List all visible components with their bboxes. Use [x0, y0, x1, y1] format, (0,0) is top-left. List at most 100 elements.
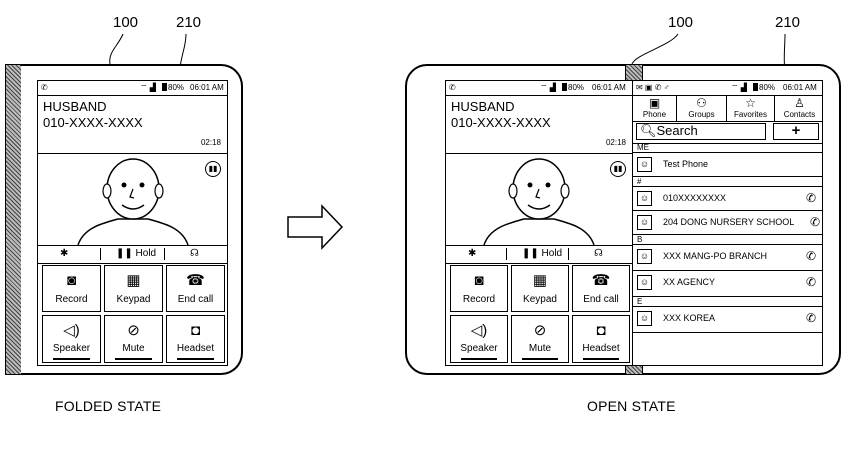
add-contact-button[interactable]: + [773, 123, 819, 140]
hold-button[interactable]: ❚❚ Hold [522, 248, 563, 259]
voice-effect-icon[interactable]: ☊ [190, 248, 199, 259]
record-button[interactable]: ◙Record [450, 265, 508, 312]
tab-groups[interactable]: ⚇Groups [677, 95, 727, 121]
call-icon: ✆ [805, 249, 816, 263]
tab-phone[interactable]: ▣Phone [633, 95, 677, 121]
call-icon: ✆ [805, 275, 816, 289]
ref-numeral-100-folded: 100 [113, 14, 139, 31]
section-header: ME [633, 143, 822, 153]
speaker-button[interactable]: ◁)Speaker [450, 315, 508, 363]
notification-icons: ✉ ▣ ✆ ♂ [636, 83, 670, 92]
record-button[interactable]: ◙Record [42, 265, 101, 312]
folded-screen: ✆ ⌔ ▟ 80% 06:01 AM HUSBAND 010-XXXX-XXXX… [37, 80, 228, 366]
section-header: E [633, 297, 822, 307]
avatar [77, 158, 189, 246]
section-header: # [633, 177, 822, 187]
end-call-button[interactable]: ☎End call [166, 265, 225, 312]
headset-icon: ◘ [596, 322, 606, 339]
mute-button[interactable]: ⊘Mute [511, 315, 569, 363]
battery-icon [562, 83, 567, 91]
end-call-icon: ☎ [591, 272, 611, 289]
contact-avatar-icon: ☺ [637, 191, 652, 206]
contact-icon: ♙ [794, 96, 805, 110]
list-item[interactable]: ☺XXX KOREA✆ [633, 307, 822, 333]
phone-status-icon: ✆ [449, 83, 456, 92]
caller-photo: ▮▮ [38, 153, 227, 246]
open-contacts-screen: ✉ ▣ ✆ ♂ ⌔ ▟ 80% 06:01 AM ▣Phone ⚇Groups … [632, 80, 823, 366]
record-icon: ◙ [66, 272, 77, 289]
keypad-button[interactable]: ▦Keypad [511, 265, 569, 312]
status-bar: ✆ ⌔ ▟ 80% 06:01 AM [446, 81, 632, 96]
bluetooth-icon[interactable]: ✱ [468, 248, 477, 259]
keypad-icon: ▦ [532, 272, 548, 289]
voice-effect-icon[interactable]: ☊ [594, 248, 603, 259]
call-icon: ✆ [805, 311, 816, 325]
contact-avatar-icon: ☺ [637, 249, 652, 264]
search-icon: 🔍︎ [640, 123, 657, 138]
mute-button[interactable]: ⊘Mute [104, 315, 163, 363]
battery-icon [162, 83, 167, 91]
battery-percent: 80% [753, 83, 775, 92]
contact-avatar-icon: ☺ [637, 157, 652, 172]
caller-name: HUSBAND [43, 99, 107, 114]
bluetooth-icon[interactable]: ✱ [60, 248, 69, 259]
open-state-caption: OPEN STATE [587, 398, 676, 414]
caller-number: 010-XXXX-XXXX [43, 115, 143, 130]
battery-percent: 80% [162, 83, 184, 92]
call-timer: 02:18 [200, 138, 221, 147]
contact-avatar-icon: ☺ [637, 215, 652, 230]
phone-tab-icon: ▣ [648, 96, 661, 110]
ref-numeral-210-folded: 210 [176, 14, 202, 31]
caller-photo: ▮▮ [446, 153, 632, 246]
ref-numeral-100-open: 100 [668, 14, 694, 31]
list-item[interactable]: ☺Test Phone [633, 153, 822, 177]
folded-state-caption: FOLDED STATE [55, 398, 162, 414]
call-timer: 02:18 [605, 138, 626, 147]
call-header: HUSBAND 010-XXXX-XXXX 02:18 [38, 95, 227, 154]
signal-icon: ⌔ ▟ [731, 83, 747, 92]
end-call-button[interactable]: ☎End call [572, 265, 630, 312]
status-time: 06:01 AM [783, 83, 817, 92]
groups-icon: ⚇ [696, 96, 707, 110]
headset-icon: ◘ [190, 322, 201, 339]
contact-avatar-icon: ☺ [637, 275, 652, 290]
caller-name: HUSBAND [451, 99, 515, 114]
search-row: 🔍︎Search + [633, 121, 822, 144]
battery-percent: 80% [562, 83, 584, 92]
keypad-icon: ▦ [126, 272, 141, 289]
mute-icon: ⊘ [127, 322, 140, 339]
equalizer-icon[interactable]: ▮▮ [610, 161, 626, 177]
transition-arrow [287, 204, 344, 250]
call-header: HUSBAND 010-XXXX-XXXX 02:18 [446, 95, 632, 154]
battery-icon [753, 83, 758, 91]
call-control-bar: ✱ ❚❚ Hold ☊ [446, 245, 632, 264]
status-time: 06:01 AM [190, 83, 224, 92]
phone-status-icon: ✆ [41, 83, 48, 92]
list-item[interactable]: ☺204 DONG NURSERY SCHOOL✆ [633, 211, 822, 235]
list-item[interactable]: ☺XXX MANG-PO BRANCH✆ [633, 245, 822, 271]
list-item[interactable]: ☺010XXXXXXXX✆ [633, 187, 822, 211]
signal-icon: ⌔ ▟ [540, 83, 556, 92]
contact-avatar-icon: ☺ [637, 311, 652, 326]
list-item[interactable]: ☺XX AGENCY✆ [633, 271, 822, 297]
search-input[interactable]: 🔍︎Search [636, 123, 766, 140]
call-icon: ✆ [805, 191, 816, 205]
speaker-icon: ◁) [470, 322, 488, 339]
open-call-screen: ✆ ⌔ ▟ 80% 06:01 AM HUSBAND 010-XXXX-XXXX… [445, 80, 632, 366]
tab-favorites[interactable]: ☆Favorites [727, 95, 775, 121]
keypad-button[interactable]: ▦Keypad [104, 265, 163, 312]
headset-button[interactable]: ◘Headset [572, 315, 630, 363]
status-time: 06:01 AM [592, 83, 626, 92]
speaker-icon: ◁) [63, 322, 80, 339]
status-bar: ✉ ▣ ✆ ♂ ⌔ ▟ 80% 06:01 AM [633, 81, 822, 96]
contacts-tab-bar: ▣Phone ⚇Groups ☆Favorites ♙Contacts [633, 95, 822, 122]
record-icon: ◙ [474, 272, 484, 289]
speaker-button[interactable]: ◁)Speaker [42, 315, 101, 363]
equalizer-icon[interactable]: ▮▮ [205, 161, 221, 177]
call-icon: ✆ [809, 215, 820, 229]
hold-button[interactable]: ❚❚ Hold [116, 248, 157, 259]
signal-icon: ⌔ ▟ [140, 83, 156, 92]
mute-icon: ⊘ [533, 322, 547, 339]
tab-contacts[interactable]: ♙Contacts [775, 95, 822, 121]
headset-button[interactable]: ◘Headset [166, 315, 225, 363]
